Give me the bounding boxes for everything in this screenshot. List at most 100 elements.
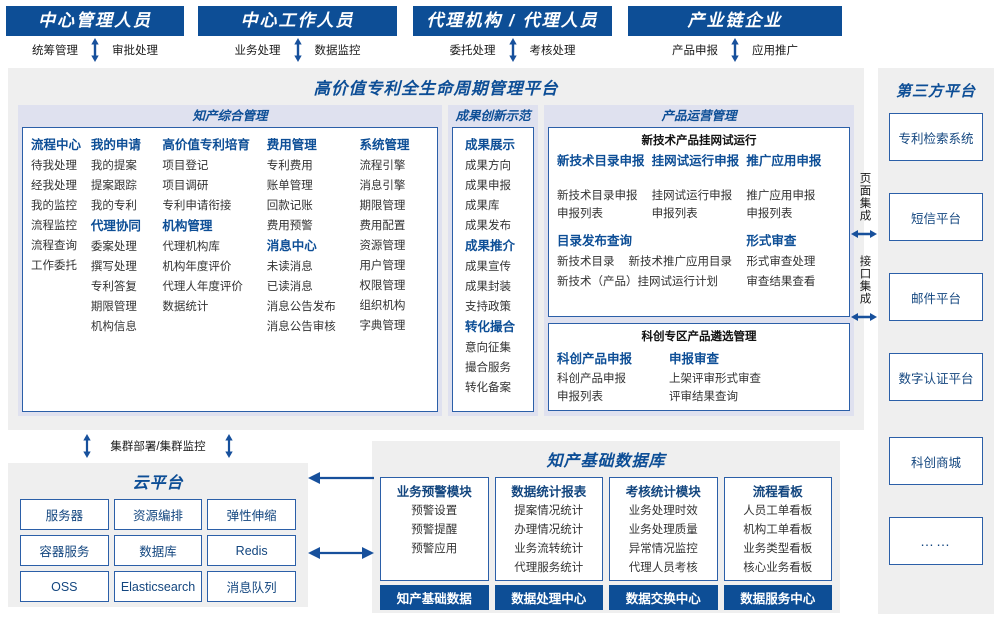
- ip-item-0-0-0[interactable]: 待我处理: [31, 160, 77, 172]
- db-foot-0[interactable]: 知产基础数据: [380, 585, 489, 610]
- cloud-cell-5[interactable]: Redis: [207, 535, 296, 566]
- sci-tech-group-title-0[interactable]: 科创产品申报: [557, 352, 633, 366]
- ip-item-4-0-0[interactable]: 流程引擎: [359, 160, 406, 172]
- product-ops-item-2-1[interactable]: 申报列表: [746, 208, 793, 220]
- catalog-plan-item-0[interactable]: 新技术（产品）挂网试运行计划: [557, 276, 718, 288]
- db-foot-2[interactable]: 数据交换中心: [609, 585, 718, 610]
- db-foot-3[interactable]: 数据服务中心: [723, 585, 832, 610]
- achievement-item-0-0[interactable]: 成果方向: [465, 160, 511, 172]
- db-card-item-0-1[interactable]: 预警提醒: [411, 524, 458, 536]
- ip-group-title-1-0[interactable]: 我的申请: [90, 138, 141, 152]
- actor-title-1[interactable]: 中心工作人员: [198, 6, 397, 36]
- db-card-item-3-1[interactable]: 机构工单看板: [743, 524, 813, 536]
- ip-item-1-0-1[interactable]: 提案跟踪: [90, 180, 137, 192]
- product-ops-item-0-0[interactable]: 新技术目录申报: [557, 190, 638, 202]
- sci-tech-item-0-1[interactable]: 申报列表: [557, 391, 603, 403]
- third-party-item-4[interactable]: 科创商城: [889, 437, 983, 485]
- cloud-cell-4[interactable]: 数据库: [113, 535, 203, 566]
- ip-item-4-0-5[interactable]: 用户管理: [359, 260, 406, 272]
- achievement-item-1-0[interactable]: 成果宣传: [465, 261, 511, 273]
- ip-item-0-0-1[interactable]: 经我处理: [31, 180, 77, 192]
- sci-tech-item-0-0[interactable]: 科创产品申报: [557, 373, 626, 385]
- db-card-item-0-2[interactable]: 预警应用: [411, 543, 458, 555]
- db-card-item-2-2[interactable]: 异常情况监控: [628, 543, 698, 555]
- db-card-item-3-3[interactable]: 核心业务看板: [743, 562, 813, 574]
- ip-item-1-1-1[interactable]: 撰写处理: [90, 261, 137, 273]
- achievement-item-2-1[interactable]: 撮合服务: [465, 362, 511, 374]
- product-ops-group-title-0[interactable]: 新技术目录申报: [557, 154, 645, 168]
- achievement-item-1-1[interactable]: 成果封装: [465, 281, 511, 293]
- ip-group-title-0-0[interactable]: 流程中心: [31, 138, 82, 152]
- ip-item-0-0-4[interactable]: 流程查询: [31, 240, 77, 252]
- achievement-item-0-1[interactable]: 成果申报: [465, 180, 511, 192]
- actor-title-2[interactable]: 代理机构 / 代理人员: [413, 6, 612, 36]
- actor-title-3[interactable]: 产业链企业: [628, 6, 842, 36]
- db-card-item-1-2[interactable]: 业务流转统计: [514, 543, 584, 555]
- ip-group-title-4-0[interactable]: 系统管理: [359, 138, 410, 152]
- catalog-item-1[interactable]: 新技术推广应用目录: [628, 256, 733, 268]
- third-party-item-3[interactable]: 数字认证平台: [889, 353, 983, 401]
- db-card-item-2-0[interactable]: 业务处理时效: [628, 505, 698, 517]
- ip-item-1-1-2[interactable]: 专利答复: [90, 281, 137, 293]
- db-card-item-1-0[interactable]: 提案情况统计: [514, 505, 584, 517]
- ip-item-1-0-2[interactable]: 我的专利: [90, 200, 137, 212]
- product-ops-group-title-2[interactable]: 推广应用申报: [746, 154, 822, 168]
- db-card-item-2-3[interactable]: 代理人员考核: [628, 562, 698, 574]
- ip-item-3-0-3[interactable]: 费用预警: [266, 220, 313, 232]
- ip-item-3-0-2[interactable]: 回款记账: [266, 200, 313, 212]
- ip-item-1-1-3[interactable]: 期限管理: [90, 301, 137, 313]
- ip-item-4-0-7[interactable]: 组织机构: [359, 300, 406, 312]
- ip-item-2-0-2[interactable]: 专利申请衔接: [162, 200, 232, 212]
- product-ops-item-2-0[interactable]: 推广应用申报: [746, 190, 816, 202]
- ip-item-1-0-0[interactable]: 我的提案: [90, 160, 137, 172]
- ip-group-title-3-0[interactable]: 费用管理: [266, 138, 317, 152]
- ip-item-2-1-1[interactable]: 机构年度评价: [162, 261, 232, 273]
- ip-item-3-1-3[interactable]: 消息公告审核: [266, 321, 336, 333]
- ip-item-4-0-6[interactable]: 权限管理: [359, 280, 406, 292]
- ip-item-3-0-1[interactable]: 账单管理: [266, 180, 313, 192]
- ip-group-title-3-1[interactable]: 消息中心: [266, 239, 317, 253]
- third-party-item-0[interactable]: 专利检索系统: [889, 113, 983, 161]
- db-card-item-0-0[interactable]: 预警设置: [411, 505, 458, 517]
- catalog-publish-query-title[interactable]: 目录发布查询: [557, 234, 633, 248]
- db-card-item-1-3[interactable]: 代理服务统计: [514, 562, 584, 574]
- db-card-item-1-1[interactable]: 办理情况统计: [514, 524, 584, 536]
- ip-item-4-0-2[interactable]: 期限管理: [359, 200, 406, 212]
- achievement-group-title-2[interactable]: 转化撮合: [465, 320, 516, 334]
- ip-item-4-0-8[interactable]: 字典管理: [359, 320, 406, 332]
- third-party-item-5[interactable]: ……: [889, 517, 983, 565]
- ip-item-0-0-5[interactable]: 工作委托: [31, 260, 77, 272]
- ip-group-title-1-1[interactable]: 代理协同: [90, 219, 141, 233]
- sci-tech-item-1-0[interactable]: 上架评审形式审查: [669, 373, 761, 385]
- third-party-item-1[interactable]: 短信平台: [889, 193, 983, 241]
- actor-title-0[interactable]: 中心管理人员: [6, 6, 184, 36]
- achievement-group-title-0[interactable]: 成果展示: [465, 138, 516, 152]
- ip-item-1-1-4[interactable]: 机构信息: [90, 321, 137, 333]
- product-ops-item-0-1[interactable]: 申报列表: [557, 208, 603, 220]
- achievement-group-title-1[interactable]: 成果推介: [465, 239, 516, 253]
- ip-item-2-1-3[interactable]: 数据统计: [162, 301, 209, 313]
- db-foot-1[interactable]: 数据处理中心: [494, 585, 603, 610]
- ip-item-0-0-2[interactable]: 我的监控: [31, 200, 77, 212]
- achievement-item-0-3[interactable]: 成果发布: [465, 220, 511, 232]
- ip-item-3-1-0[interactable]: 未读消息: [266, 261, 313, 273]
- catalog-item-0[interactable]: 新技术目录: [557, 256, 615, 268]
- ip-group-title-2-1[interactable]: 机构管理: [162, 219, 213, 233]
- cloud-cell-3[interactable]: 容器服务: [20, 535, 109, 566]
- db-card-item-3-0[interactable]: 人员工单看板: [743, 505, 813, 517]
- sci-tech-item-1-1[interactable]: 评审结果查询: [669, 391, 738, 403]
- cloud-cell-6[interactable]: OSS: [20, 571, 109, 602]
- ip-item-3-0-0[interactable]: 专利费用: [266, 160, 313, 172]
- db-card-item-3-2[interactable]: 业务类型看板: [743, 543, 813, 555]
- product-ops-group-title-1[interactable]: 挂网试运行申报: [651, 154, 740, 168]
- formal-review-title[interactable]: 形式审查: [746, 234, 797, 248]
- formal-review-item-0[interactable]: 形式审查处理: [746, 256, 816, 268]
- ip-item-4-0-4[interactable]: 资源管理: [359, 240, 406, 252]
- product-ops-item-1-0[interactable]: 挂网试运行申报: [651, 190, 733, 202]
- ip-item-3-1-2[interactable]: 消息公告发布: [266, 301, 336, 313]
- ip-item-4-0-1[interactable]: 消息引擎: [359, 180, 406, 192]
- db-card-item-2-1[interactable]: 业务处理质量: [628, 524, 698, 536]
- ip-item-2-0-0[interactable]: 项目登记: [162, 160, 209, 172]
- achievement-item-2-0[interactable]: 意向征集: [465, 342, 511, 354]
- product-ops-item-1-1[interactable]: 申报列表: [651, 208, 698, 220]
